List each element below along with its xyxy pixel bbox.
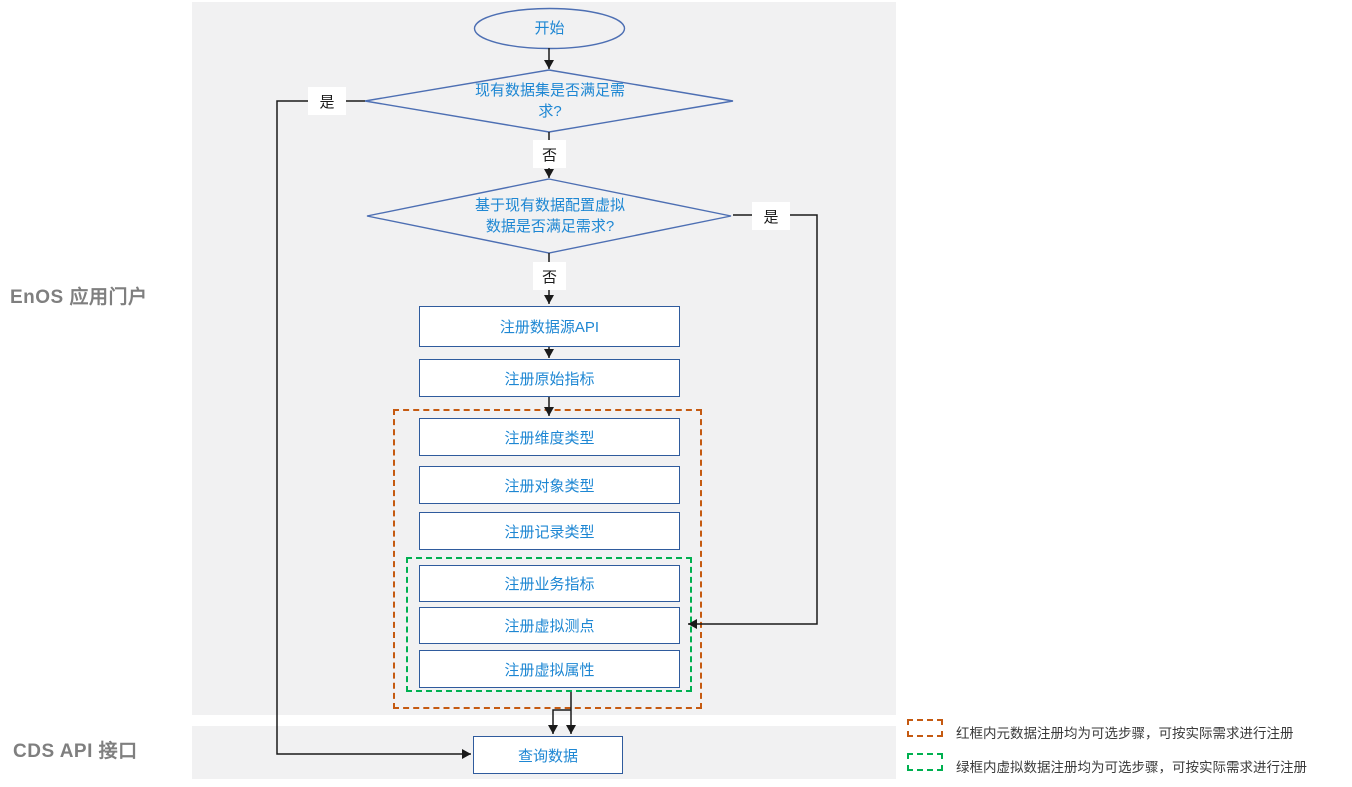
legend-green-box-swatch xyxy=(907,753,943,771)
step-register-business-metric: 注册业务指标 xyxy=(419,565,680,602)
branch-label-no-1: 否 xyxy=(533,140,566,168)
step-register-dimension-type: 注册维度类型 xyxy=(419,418,680,456)
branch-label-yes-left: 是 xyxy=(308,87,346,115)
swimlane-label-enos-portal: EnOS 应用门户 xyxy=(10,287,148,308)
decision-existing-label: 现有数据集是否满足需求? xyxy=(474,82,625,120)
decision-virtual-label: 基于现有数据配置虚拟数据是否满足需求? xyxy=(474,197,625,235)
step-register-raw-metric: 注册原始指标 xyxy=(419,359,680,397)
legend-red-box-swatch xyxy=(907,719,943,737)
step-register-object-type: 注册对象类型 xyxy=(419,466,680,504)
step-register-virtual-attribute: 注册虚拟属性 xyxy=(419,650,680,688)
branch-label-yes-right: 是 xyxy=(752,202,790,230)
step-register-virtual-point: 注册虚拟测点 xyxy=(419,607,680,644)
legend-red-box-note: 红框内元数据注册均为可选步骤，可按实际需求进行注册 xyxy=(956,726,1294,741)
swimlane-label-cds-api: CDS API 接口 xyxy=(13,741,138,762)
step-query-data: 查询数据 xyxy=(473,736,623,774)
legend-green-box-note: 绿框内虚拟数据注册均为可选步骤，可按实际需求进行注册 xyxy=(956,760,1307,775)
step-register-datasource-api: 注册数据源API xyxy=(419,306,680,347)
branch-label-no-2: 否 xyxy=(533,262,566,290)
step-register-record-type: 注册记录类型 xyxy=(419,512,680,550)
start-node-label: 开始 xyxy=(534,20,565,37)
